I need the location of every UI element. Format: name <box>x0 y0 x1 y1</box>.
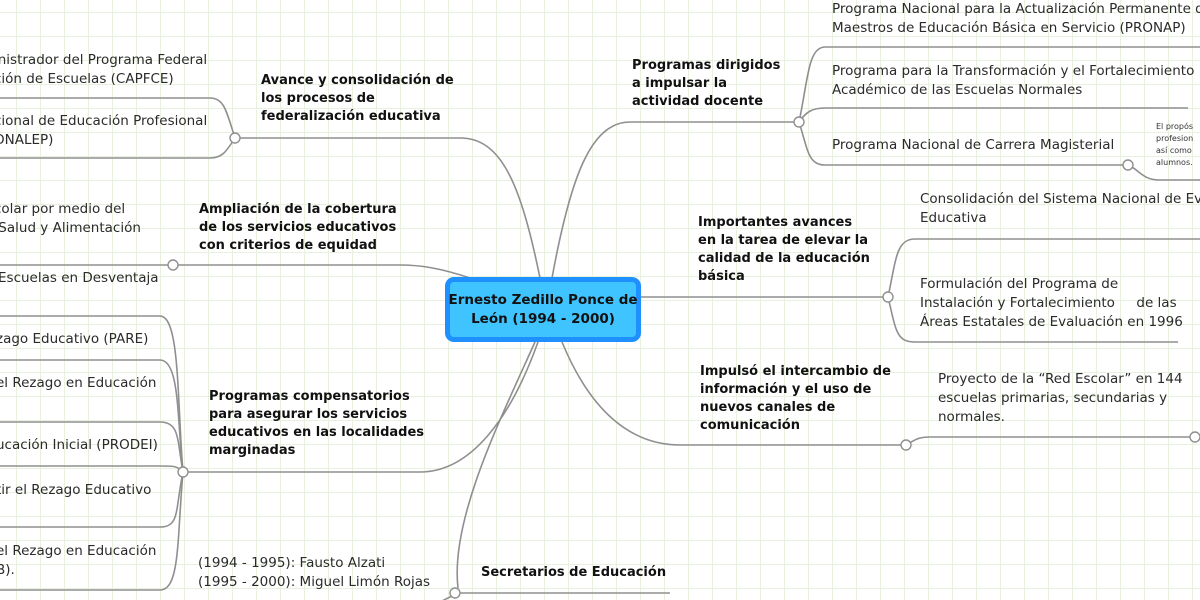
central-topic[interactable]: Ernesto Zedillo Ponce de León (1994 - 20… <box>445 277 641 342</box>
subtopic[interactable]: Programa Nacional de Carrera Magisterial <box>832 137 1115 153</box>
connector-intercambio <box>561 341 906 446</box>
node-dot <box>229 132 241 144</box>
subtopic[interactable]: tir el Rezago Educativo <box>0 482 152 498</box>
connector-secretarios <box>456 341 536 589</box>
node-dot <box>882 291 894 303</box>
node-dot <box>900 439 912 451</box>
connector-ampliacion <box>173 264 471 279</box>
topic-compensatorios[interactable]: Programas compensatorios para asegurar l… <box>209 389 425 458</box>
subtopic[interactable]: Programa para la Transformación y el For… <box>832 63 1195 98</box>
node-dot <box>793 116 805 128</box>
connector-avance <box>235 137 541 279</box>
subtopic[interactable]: Formulación del Programa de Instalación … <box>920 276 1183 330</box>
node-dot <box>449 587 461 599</box>
node-dot <box>1189 431 1200 443</box>
subtopic[interactable]: Proyecto de la “Red Escolar” en 144 escu… <box>938 371 1183 425</box>
topic-intercambio[interactable]: Impulsó el intercambio de información y … <box>700 364 891 433</box>
subtopic[interactable]: el Rezago en Educación B). <box>0 543 157 578</box>
subtopic[interactable]: cional de Educación Profesional ONALEP) <box>0 113 208 148</box>
topic-avance[interactable]: Avance y consolidación de los procesos d… <box>261 73 454 124</box>
subtopic[interactable]: colar por medio del Salud y Alimentación <box>0 201 141 236</box>
subtopic[interactable]: inistrador del Programa Federal ción de … <box>0 52 208 87</box>
subtopic[interactable]: zago Educativo (PARE) <box>0 331 149 347</box>
node-dot <box>1122 159 1134 171</box>
connector-docente <box>551 121 799 279</box>
subtopic[interactable]: (1994 - 1995): Fausto Alzati (1995 - 200… <box>198 555 431 590</box>
node-dot <box>167 259 179 271</box>
note[interactable]: El propós profesion así como alumnos. <box>1156 122 1194 167</box>
subtopic[interactable]: el Rezago en Educación <box>0 375 157 391</box>
subtopic[interactable]: Programa Nacional para la Actualización … <box>832 1 1200 36</box>
topic-calidad[interactable]: Importantes avances en la tarea de eleva… <box>698 215 870 284</box>
subtopic[interactable]: Consolidación del Sistema Nacional de Ev… <box>920 191 1200 226</box>
subtopic[interactable]: ucación Inicial (PRODEI) <box>0 437 158 453</box>
node-dot <box>177 466 189 478</box>
topic-secretarios[interactable]: Secretarios de Educación <box>481 565 667 580</box>
topic-ampliacion[interactable]: Ampliación de la cobertura de los servic… <box>199 202 397 253</box>
subtopic[interactable]: Escuelas en Desventaja <box>0 270 159 286</box>
topic-docente[interactable]: Programas dirigidos a impulsar la activi… <box>632 58 781 109</box>
connector-compensatorios <box>183 341 539 473</box>
